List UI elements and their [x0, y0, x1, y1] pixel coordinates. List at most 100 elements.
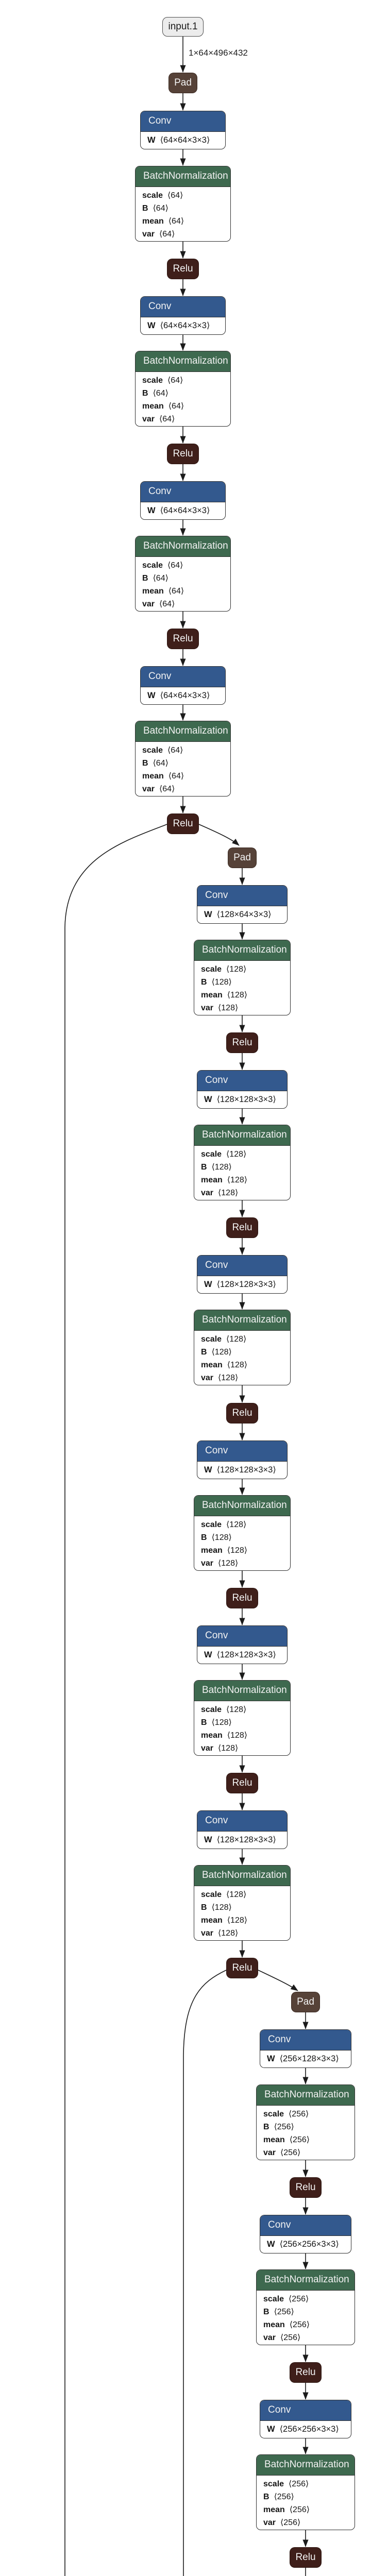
edge [198, 824, 240, 846]
param-row: mean⟨128⟩ [201, 1916, 247, 1925]
node-header: Conv [141, 297, 225, 317]
param-row: W⟨128×128×3×3⟩ [204, 1835, 276, 1844]
param-row: var⟨128⟩ [201, 1004, 239, 1012]
param-row: B⟨128⟩ [201, 1533, 232, 1542]
relu-node[interactable]: Relu [226, 1217, 258, 1238]
param-row: mean⟨128⟩ [201, 991, 247, 999]
param-row: W⟨256×256×3×3⟩ [267, 2240, 339, 2249]
param-row: B⟨128⟩ [201, 1348, 232, 1357]
edge [183, 1970, 227, 2576]
param-row: B⟨128⟩ [201, 978, 232, 987]
relu-node[interactable]: Relu [167, 444, 199, 464]
param-row: var⟨64⟩ [142, 785, 175, 793]
param-row: B⟨128⟩ [201, 1718, 232, 1727]
param-row: mean⟨128⟩ [201, 1731, 247, 1740]
param-row: var⟨64⟩ [142, 230, 175, 239]
param-row: B⟨64⟩ [142, 204, 168, 213]
param-row: scale⟨128⟩ [201, 965, 247, 974]
param-row: B⟨64⟩ [142, 759, 168, 768]
param-row: W⟨128×128×3×3⟩ [204, 1095, 276, 1104]
param-row: var⟨128⟩ [201, 1374, 239, 1382]
param-row: mean⟨256⟩ [263, 2505, 310, 2514]
relu-node[interactable]: Relu [226, 1588, 258, 1608]
param-row: W⟨64×64×3×3⟩ [147, 506, 210, 515]
param-row: mean⟨64⟩ [142, 217, 184, 226]
param-row: scale⟨128⟩ [201, 1890, 247, 1899]
node-header: BatchNormalization [194, 1496, 290, 1516]
node-header: BatchNormalization [136, 721, 230, 742]
param-row: var⟨64⟩ [142, 415, 175, 423]
relu-node[interactable]: Relu [290, 2547, 322, 2568]
node-header: Conv [197, 1811, 287, 1832]
param-row: var⟨256⟩ [263, 2333, 301, 2342]
param-row: B⟨64⟩ [142, 389, 168, 398]
batchnorm-node[interactable]: BatchNormalization scale⟨64⟩ B⟨64⟩ mean⟨64⟩… [135, 721, 231, 796]
edge [64, 824, 167, 2576]
relu-node[interactable]: Relu [226, 1032, 258, 1053]
relu-node[interactable]: Relu [290, 2362, 322, 2383]
param-row: mean⟨256⟩ [263, 2136, 310, 2144]
node-header: BatchNormalization [257, 2455, 355, 2476]
param-row: W⟨128×128×3×3⟩ [204, 1465, 276, 1475]
input-node[interactable]: input.1 [162, 17, 204, 37]
node-header: BatchNormalization [194, 940, 290, 961]
param-row: scale⟨64⟩ [142, 191, 183, 200]
param-row: mean⟨128⟩ [201, 1176, 247, 1184]
param-row: mean⟨64⟩ [142, 772, 184, 781]
node-header: Conv [197, 1626, 287, 1647]
param-row: scale⟨128⟩ [201, 1705, 247, 1714]
batchnorm-node[interactable]: BatchNormalization scale⟨128⟩ B⟨128⟩ mean⟨1… [194, 940, 291, 1015]
node-header: BatchNormalization [257, 2085, 355, 2106]
relu-node[interactable]: Relu [167, 814, 199, 834]
pad-node[interactable]: Pad [291, 1992, 320, 2012]
node-header: Conv [141, 111, 225, 132]
param-row: B⟨128⟩ [201, 1903, 232, 1912]
node-header: Conv [197, 1256, 287, 1276]
relu-node[interactable]: Relu [226, 1773, 258, 1793]
node-header: Conv [260, 2215, 351, 2236]
relu-node[interactable]: Relu [167, 259, 199, 279]
param-row: W⟨64×64×3×3⟩ [147, 135, 210, 145]
param-row: var⟨256⟩ [263, 2148, 301, 2157]
pad-node[interactable]: Pad [168, 73, 197, 93]
node-header: BatchNormalization [136, 166, 230, 187]
param-row: scale⟨64⟩ [142, 746, 183, 755]
param-row: scale⟨128⟩ [201, 1335, 247, 1344]
relu-node[interactable]: Relu [167, 629, 199, 649]
pad-node[interactable]: Pad [228, 848, 257, 868]
relu-node[interactable]: Relu [290, 2177, 322, 2198]
relu-node[interactable]: Relu [226, 1958, 258, 1978]
param-row: var⟨256⟩ [263, 2518, 301, 2527]
param-row: W⟨128×128×3×3⟩ [204, 1650, 276, 1659]
node-header: BatchNormalization [194, 1125, 290, 1146]
param-row: var⟨64⟩ [142, 600, 175, 608]
batchnorm-node[interactable]: BatchNormalization scale⟨64⟩ B⟨64⟩ mean⟨64⟩… [135, 166, 231, 242]
relu-node[interactable]: Relu [226, 1403, 258, 1423]
param-row: mean⟨256⟩ [263, 2320, 310, 2329]
param-row: scale⟨128⟩ [201, 1150, 247, 1159]
